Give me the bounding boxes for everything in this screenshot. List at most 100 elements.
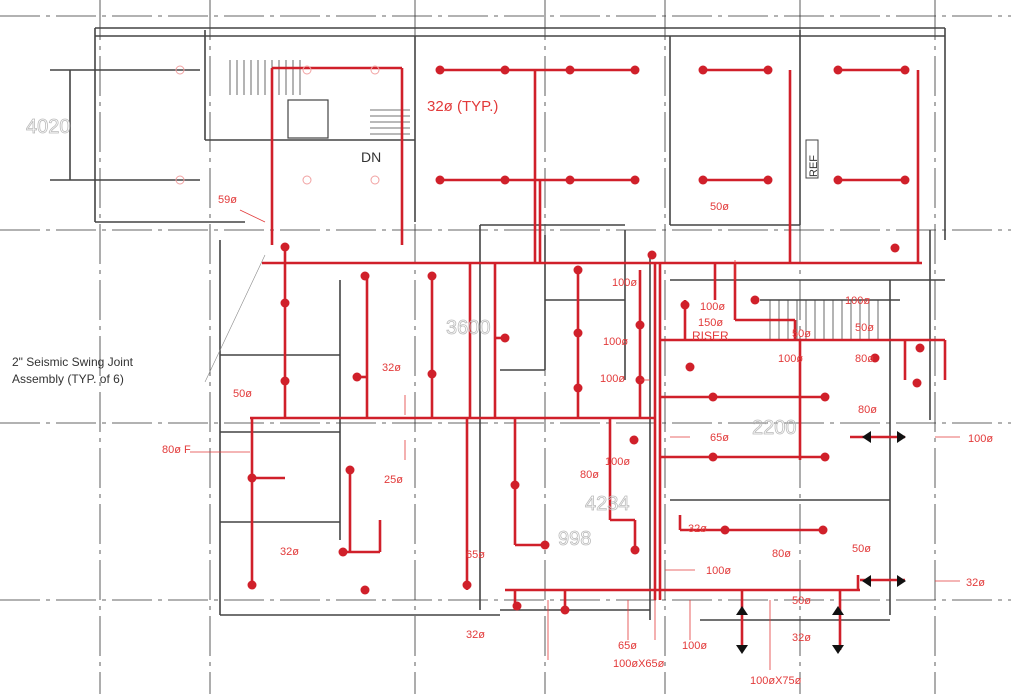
sprinkler-head (698, 65, 708, 75)
pipe-size-label: 80ø (855, 353, 874, 365)
stair-down-label: DN (361, 149, 381, 165)
brace-marker (862, 575, 871, 587)
pipe-size-label: 32ø (466, 629, 485, 641)
sprinkler-head (698, 175, 708, 185)
sprinkler-head (510, 480, 520, 490)
pipe-size-label: 80ø (772, 548, 791, 560)
pipe-size-label: 80ø F (162, 444, 191, 456)
pipe-size-label: 59ø (218, 194, 237, 206)
pipe-size-label: 25ø (384, 474, 403, 486)
pipe-size-label: 100ø (778, 353, 803, 365)
sprinkler-head (560, 605, 570, 615)
sprinkler-head (680, 300, 690, 310)
dimension-998: 998 (558, 528, 591, 550)
sprinkler-head (900, 175, 910, 185)
pipe-size-label: 32ø (966, 577, 985, 589)
pipe-size-label: 50ø (710, 201, 729, 213)
existing-sprinkler-head (175, 65, 185, 75)
sprinkler-head (833, 65, 843, 75)
pipe-size-label: 150ø (698, 317, 723, 329)
sprinkler-head (435, 175, 445, 185)
pipe-size-label: 65ø (466, 549, 485, 561)
pipe-size-label: 100ø (845, 295, 870, 307)
sprinkler-head (750, 295, 760, 305)
existing-sprinkler-head (302, 65, 312, 75)
sprinkler-head (345, 465, 355, 475)
ref-label: REF (808, 155, 820, 177)
sprinkler-head (462, 580, 472, 590)
brace-marker (736, 645, 748, 654)
sprinkler-head (763, 65, 773, 75)
dimension-4020: 4020 (26, 116, 71, 138)
pipe-size-label: 100ø (968, 433, 993, 445)
pipe-size-label: 32ø (688, 523, 707, 535)
seismic-note-line1: 2" Seismic Swing Joint (12, 355, 134, 369)
sprinkler-head (820, 392, 830, 402)
sprinkler-head (630, 545, 640, 555)
sprinkler-head (647, 250, 657, 260)
dimension-3600: 3600 (446, 317, 491, 339)
pipe-size-label: 100ø (600, 373, 625, 385)
sprinkler-head (630, 65, 640, 75)
seismic-note-line2: Assembly (TYP. of 6) (12, 372, 124, 386)
sprinkler-head (818, 525, 828, 535)
sprinkler-head (500, 65, 510, 75)
sprinkler-head (435, 65, 445, 75)
pipe-size-label: 50ø (792, 595, 811, 607)
sprinkler-head (685, 362, 695, 372)
sprinkler-head (352, 372, 362, 382)
pipe-size-label: 50ø (233, 388, 252, 400)
refrigerator (805, 139, 819, 179)
pipe-size-label: 65ø (618, 640, 637, 652)
pipe-size-label: 32ø (280, 546, 299, 558)
sprinkler-head (763, 175, 773, 185)
sprinkler-head (360, 585, 370, 595)
pipe-size-label: 50ø (792, 328, 811, 340)
dimension-4234: 4234 (585, 493, 630, 515)
pipe-size-label: 100ø (706, 565, 731, 577)
sprinkler-head (427, 369, 437, 379)
existing-sprinkler-head (302, 175, 312, 185)
sprinkler-head (635, 320, 645, 330)
brace-marker (736, 606, 748, 615)
sprinkler-head (280, 376, 290, 386)
sprinkler-head (890, 243, 900, 253)
sprinkler-head (512, 601, 522, 611)
pipe-size-label: 100ø (682, 640, 707, 652)
sprinkler-head (247, 473, 257, 483)
sprinkler-head (338, 547, 348, 557)
pipe-size-label: 32ø (382, 362, 401, 374)
sprinkler-head (540, 540, 550, 550)
sprinkler-head (573, 383, 583, 393)
sprinkler-head (870, 353, 880, 363)
sprinkler-head (630, 175, 640, 185)
sprinkler-head (833, 175, 843, 185)
sprinkler-head (247, 580, 257, 590)
sprinkler-head (708, 392, 718, 402)
brace-marker (862, 431, 871, 443)
brace-marker (832, 645, 844, 654)
leader-line (239, 209, 266, 223)
sprinkler-head (280, 242, 290, 252)
sprinkler-head (427, 271, 437, 281)
sprinkler-head (912, 378, 922, 388)
pipe-size-label: 50ø (855, 322, 874, 334)
brace-marker (897, 575, 906, 587)
pipe-size-label: 50ø (852, 543, 871, 555)
sprinkler-head (360, 271, 370, 281)
sprinkler-head (629, 435, 639, 445)
pipe-size-label: 100ø (612, 277, 637, 289)
dimension-2200: 2200 (752, 417, 797, 439)
brace-marker (897, 431, 906, 443)
sprinkler-head (720, 525, 730, 535)
existing-sprinkler-head (370, 65, 380, 75)
pipe-size-label: 80ø (580, 469, 599, 481)
typical-pipe-note: 32ø (TYP.) (427, 98, 498, 115)
pipe-size-label: 100ø (603, 336, 628, 348)
sprinkler-head (900, 65, 910, 75)
sprinkler-head (500, 175, 510, 185)
existing-sprinkler-head (175, 175, 185, 185)
sprinkler-head (565, 175, 575, 185)
pipe-size-label: 80ø (858, 404, 877, 416)
